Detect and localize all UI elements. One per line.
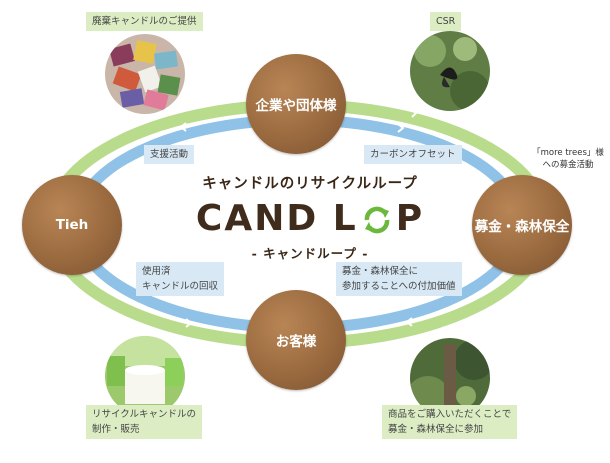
forest-butterfly-photo	[410, 31, 490, 111]
label-purchase-line2: 募金・森林保全に参加	[388, 424, 484, 435]
node-companies: 企業や団体様	[246, 54, 346, 154]
label-csr: CSR	[430, 12, 462, 31]
label-purchase: 商品をご購入いただくことで 募金・森林保全に参加	[382, 405, 518, 439]
center-title: キャンドルのリサイクルループ CAND L P - キャンドループ -	[150, 172, 470, 262]
title-subtitle: キャンドルのリサイクルループ	[202, 176, 418, 192]
more-trees-note-line2: への募金活動	[542, 160, 594, 170]
recycled-candle-photo	[105, 336, 185, 416]
label-recycle-sales: リサイクルキャンドルの 制作・販売	[86, 405, 203, 439]
label-carbon-offset: カーボンオフセット	[364, 145, 462, 164]
label-used-candles: 使用済 キャンドルの回収	[136, 262, 225, 296]
label-participation-line1: 募金・森林保全に	[342, 266, 419, 277]
node-tieh: Tieh	[22, 175, 122, 275]
title-reading: - キャンドループ -	[251, 246, 369, 261]
more-trees-note: 「more trees」様 への募金活動	[528, 147, 608, 171]
label-purchase-line1: 商品をご購入いただくことで	[388, 409, 512, 420]
candle-scraps-photo	[105, 34, 185, 114]
label-used-candles-line1: 使用済	[142, 266, 171, 277]
label-used-candles-line2: キャンドルの回収	[142, 281, 219, 292]
label-recycle-sales-line1: リサイクルキャンドルの	[92, 409, 197, 420]
inner-chevrons	[179, 122, 413, 328]
label-waste-candle: 廃棄キャンドルのご提供	[86, 12, 203, 31]
node-customers: お客様	[246, 290, 346, 390]
logo-text-left: CAND L	[195, 198, 358, 239]
label-support: 支援活動	[144, 145, 195, 164]
recycle-loop-icon	[364, 206, 389, 234]
label-participation-line2: 参加することへの付加価値	[342, 281, 456, 292]
more-trees-note-line1: 「more trees」様	[532, 148, 604, 158]
label-participation: 募金・森林保全に 参加することへの付加価値	[336, 262, 462, 296]
node-fundraising: 募金・森林保全	[472, 175, 572, 275]
label-recycle-sales-line2: 制作・販売	[92, 424, 140, 435]
logo-text-right: P	[395, 198, 425, 239]
logo: CAND L P	[150, 199, 470, 239]
